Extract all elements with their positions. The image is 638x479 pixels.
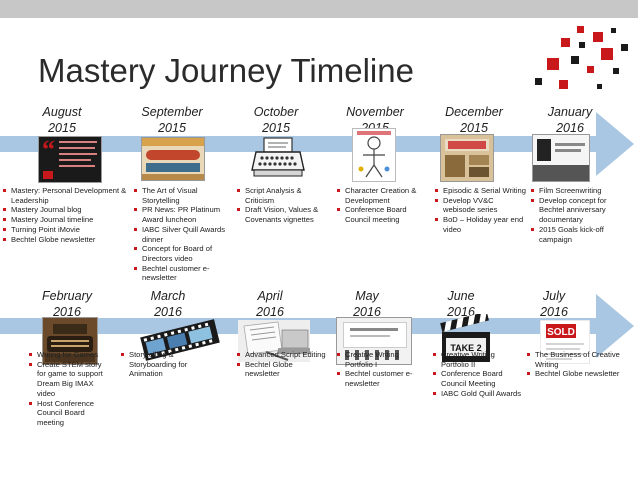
list-item: Develop VV&C webisode series	[434, 196, 526, 215]
month-label: December 2015	[424, 104, 524, 136]
month-name: July	[504, 288, 604, 304]
bullet-list: The Business of Creative Writing Bechtel…	[526, 350, 626, 379]
list-item: Concept for Board of Directors video	[133, 244, 231, 263]
month-label: May 2016	[317, 288, 417, 320]
month-year: 2015	[12, 120, 112, 136]
list-item: IABC Gold Quill Awards	[432, 389, 522, 399]
list-item: Mastery Journal blog	[2, 205, 130, 215]
storytelling-banner-icon	[141, 137, 205, 181]
list-item: Bechtel Globe newsletter	[236, 360, 326, 379]
list-item: Bechtel customer e-newsletter	[133, 264, 231, 283]
month-label: October 2015	[226, 104, 326, 136]
quote-book-icon: “	[38, 136, 102, 183]
list-item: 2015 Goals kick-off campaign	[530, 225, 630, 244]
list-item: Conference Board Council meeting	[336, 205, 428, 224]
month-label: July 2016	[504, 288, 604, 320]
bullet-list: Writing for Games Create STEM story for …	[28, 350, 108, 428]
month-label: January 2016	[520, 104, 620, 136]
month-label: February 2016	[17, 288, 117, 320]
bullet-list: Episodic & Serial Writing Develop VV&C w…	[434, 186, 526, 235]
typewriter-icon	[250, 136, 306, 180]
month-name: June	[411, 288, 511, 304]
month-year: 2015	[122, 120, 222, 136]
month-year: 2016	[220, 304, 320, 320]
list-item: Script Analysis & Criticism	[236, 186, 328, 205]
list-item: PR News: PR Platinum Award luncheon	[133, 205, 231, 224]
list-item: Draft Vision, Values & Covenants vignett…	[236, 205, 328, 224]
character-sketch-icon	[352, 128, 396, 182]
month-name: August	[12, 104, 112, 120]
svg-text:SOLD: SOLD	[547, 327, 575, 338]
list-item: Writing for Games	[28, 350, 108, 360]
list-item: Mastery Journal timeline	[2, 215, 130, 225]
bullet-list: Creative Writing Portfolio I Bechtel cus…	[336, 350, 416, 389]
month-year: 2015	[226, 120, 326, 136]
month-name: October	[226, 104, 326, 120]
bullet-list: Advanced Script Editing Bechtel Globe ne…	[236, 350, 326, 379]
list-item: Host Conference Council Board meeting	[28, 399, 108, 428]
month-name: January	[520, 104, 620, 120]
list-item: Creative Writing Portfolio II	[432, 350, 522, 369]
list-item: Creative Writing Portfolio I	[336, 350, 416, 369]
list-item: Bechtel customer e-newsletter	[336, 369, 416, 388]
list-item: BoD – Holiday year end video	[434, 215, 526, 234]
list-item: The Art of Visual Storytelling	[133, 186, 231, 205]
month-name: February	[17, 288, 117, 304]
film-screen-icon	[532, 134, 590, 182]
bullet-list: Mastery: Personal Development & Leadersh…	[2, 186, 130, 244]
month-name: May	[317, 288, 417, 304]
bullet-list: Creative Writing Portfolio II Conference…	[432, 350, 522, 399]
decorative-squares	[535, 26, 635, 102]
month-label: August 2015	[12, 104, 112, 136]
serial-poster-icon	[440, 134, 494, 182]
list-item: Bechtel Globe newsletter	[2, 235, 130, 245]
list-item: Episodic & Serial Writing	[434, 186, 526, 196]
month-year: 2016	[504, 304, 604, 320]
month-name: April	[220, 288, 320, 304]
top-bar	[0, 0, 638, 18]
month-name: March	[118, 288, 218, 304]
bullet-list: Storytelling & Storyboarding for Animati…	[120, 350, 212, 379]
month-name: December	[424, 104, 524, 120]
month-label: April 2016	[220, 288, 320, 320]
list-item: Character Creation & Development	[336, 186, 428, 205]
list-item: Film Screenwriting	[530, 186, 630, 196]
month-name: November	[325, 104, 425, 120]
list-item: Create STEM story for game to support Dr…	[28, 360, 108, 399]
list-item: IABC Silver Quill Awards dinner	[133, 225, 231, 244]
list-item: Conference Board Council Meeting	[432, 369, 522, 388]
page-title: Mastery Journey Timeline	[38, 52, 414, 90]
bullet-list: The Art of Visual Storytelling PR News: …	[133, 186, 231, 283]
bullet-list: Script Analysis & Criticism Draft Vision…	[236, 186, 328, 225]
bullet-list: Film Screenwriting Develop concept for B…	[530, 186, 630, 244]
month-label: September 2015	[122, 104, 222, 136]
list-item: Turning Point iMovie	[2, 225, 130, 235]
list-item: Bechtel Globe newsletter	[526, 369, 626, 379]
list-item: Advanced Script Editing	[236, 350, 326, 360]
month-name: September	[122, 104, 222, 120]
list-item: Develop concept for Bechtel anniversary …	[530, 196, 630, 225]
month-label: March 2016	[118, 288, 218, 320]
bullet-list: Character Creation & Development Confere…	[336, 186, 428, 225]
list-item: Mastery: Personal Development & Leadersh…	[2, 186, 130, 205]
list-item: Storytelling & Storyboarding for Animati…	[120, 350, 212, 379]
list-item: The Business of Creative Writing	[526, 350, 626, 369]
